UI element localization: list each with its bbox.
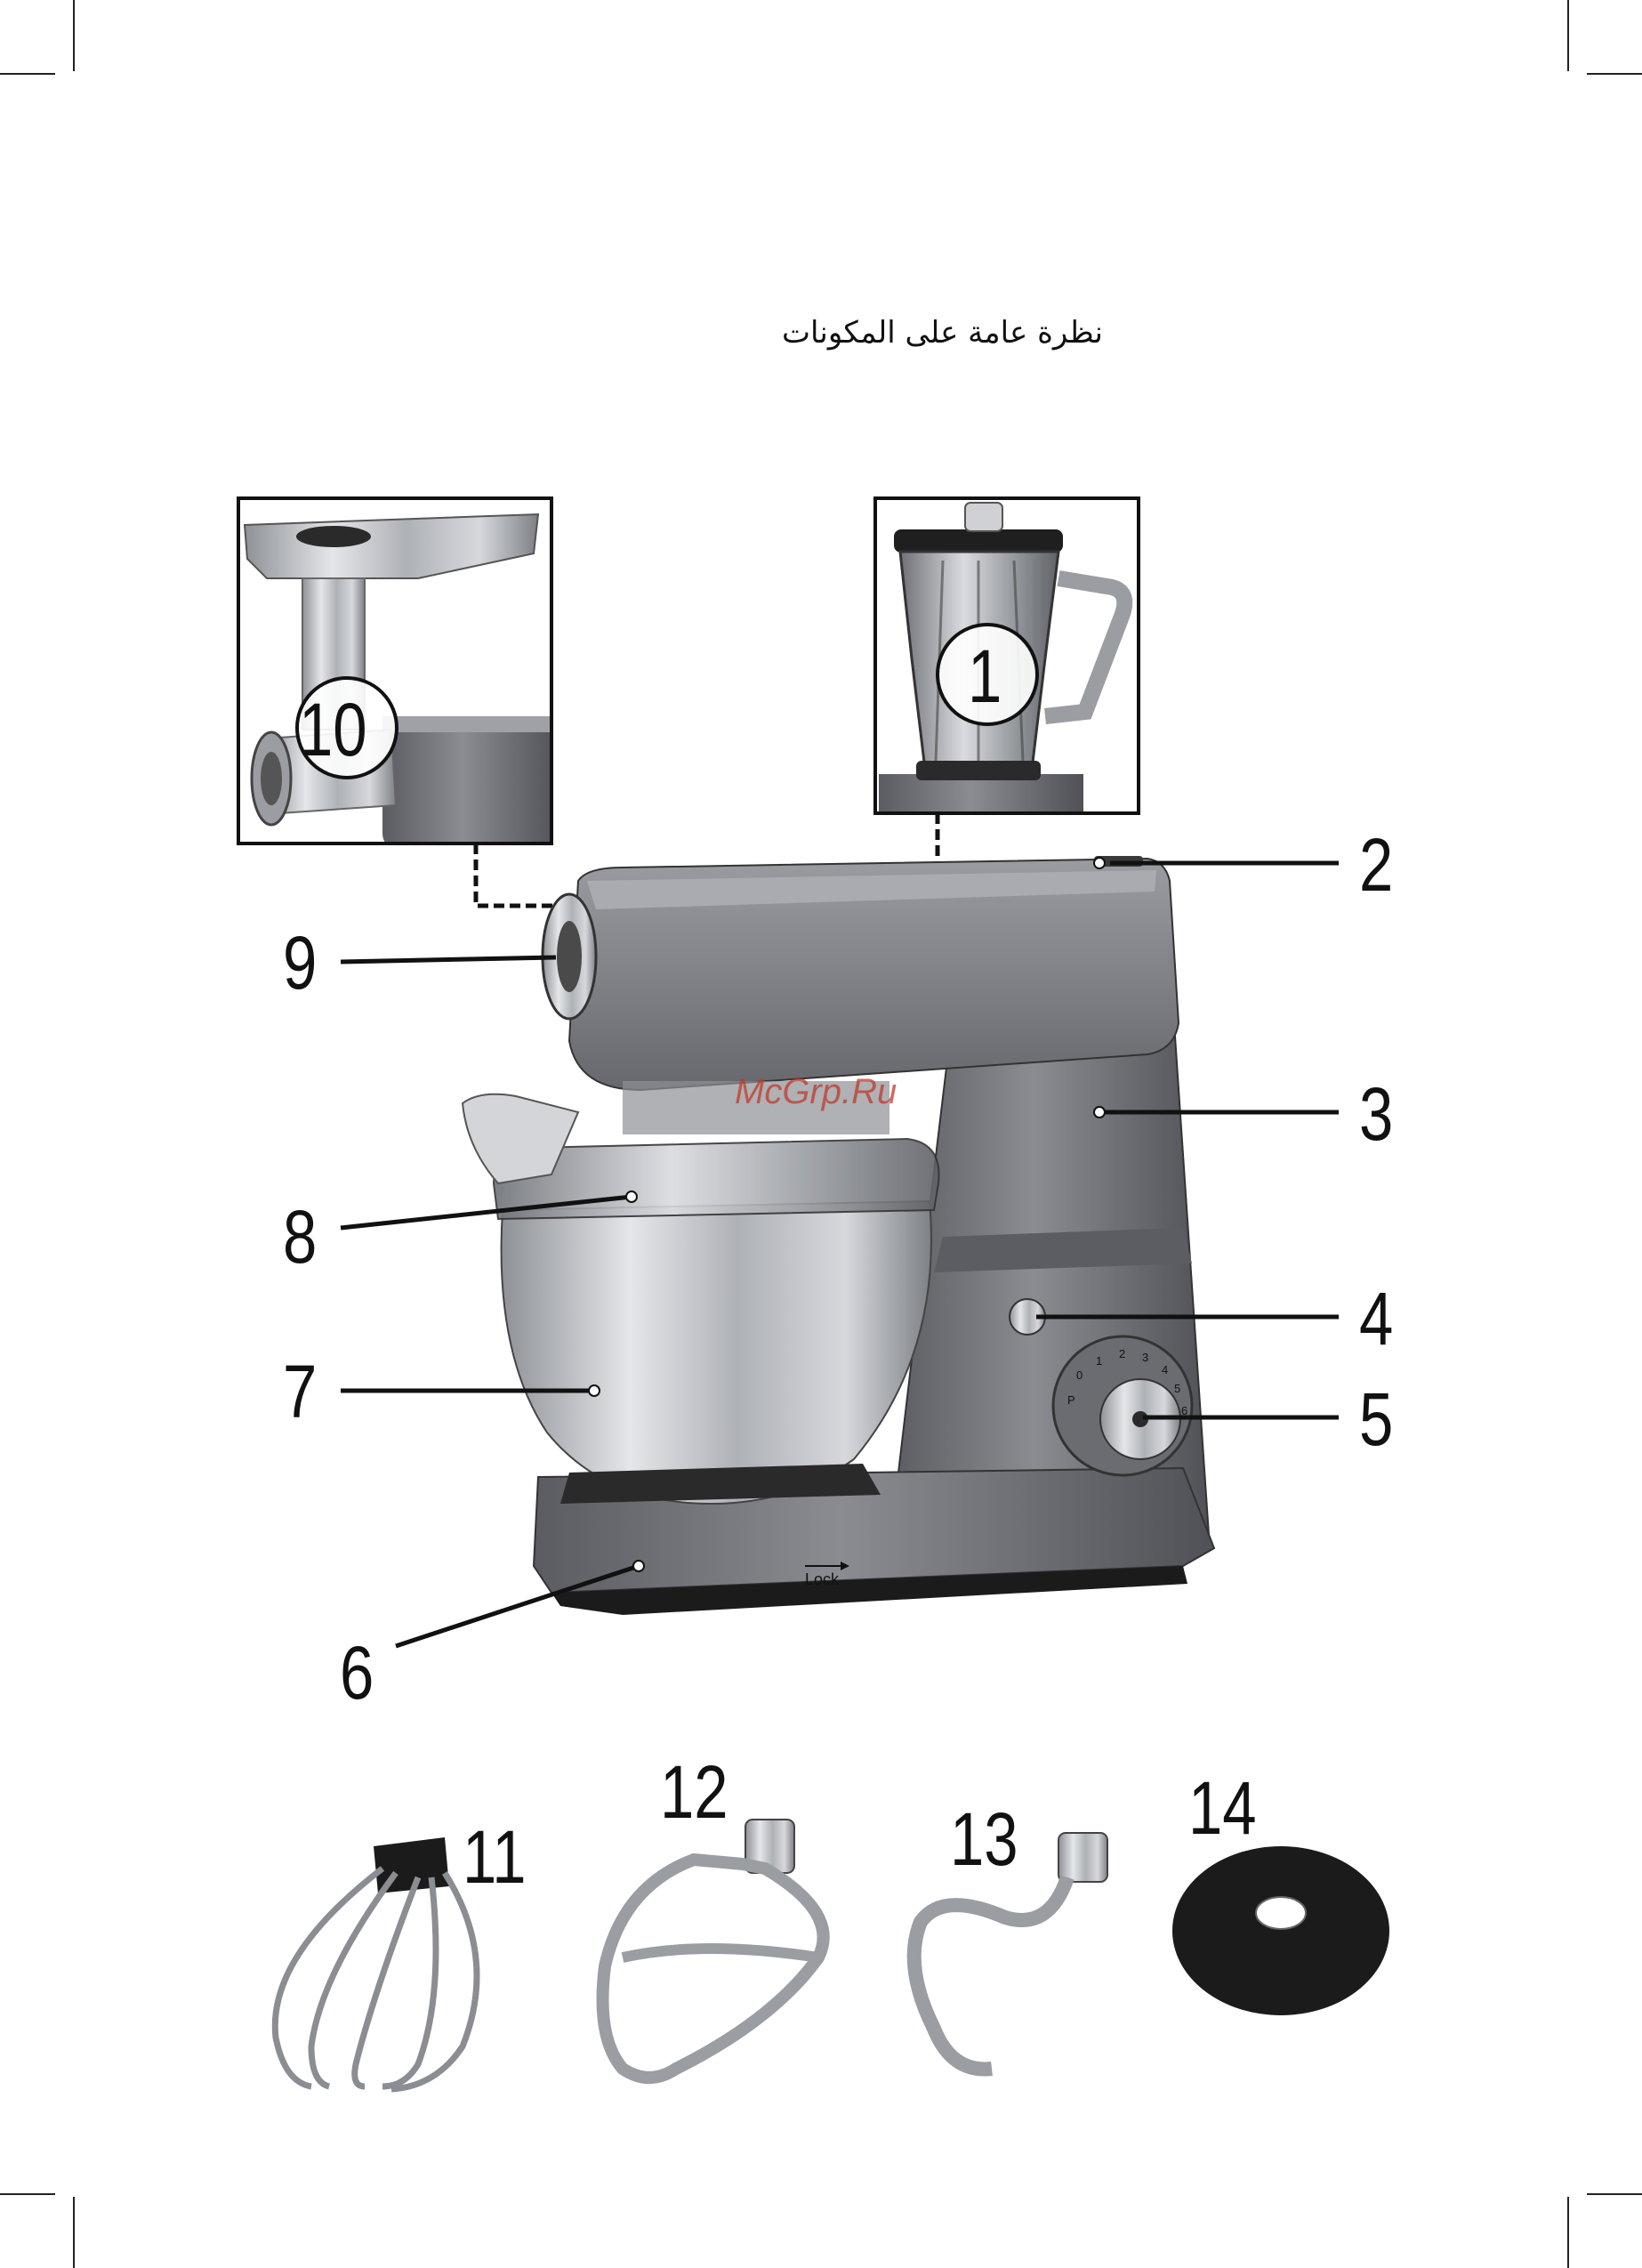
dial-mark: 6 — [1181, 1404, 1187, 1417]
lock-label: Lock — [805, 1570, 839, 1589]
meat-grinder-inset — [238, 498, 560, 906]
dial-mark: 1 — [1096, 1354, 1102, 1368]
callout-label: 3 — [1359, 1077, 1393, 1151]
dial-mark: P — [1067, 1393, 1075, 1407]
callout-label: 14 — [1188, 1771, 1257, 1845]
callout-label: 9 — [283, 925, 317, 1000]
callout-label: 2 — [1359, 827, 1393, 902]
dial-mark: 2 — [1119, 1347, 1125, 1360]
splash-disc — [1172, 1846, 1389, 2015]
dial-mark: 4 — [1162, 1363, 1168, 1376]
callout-label: 7 — [283, 1354, 317, 1429]
blender-inset — [875, 498, 1139, 865]
dial-mark: 5 — [1174, 1382, 1180, 1395]
stand-mixer — [463, 856, 1214, 1615]
callout-label: 6 — [340, 1635, 374, 1710]
callout-label: 11 — [463, 1820, 527, 1894]
callout-label: 1 — [968, 639, 1002, 714]
callout-label: 4 — [1359, 1281, 1393, 1356]
dial-mark: 0 — [1076, 1368, 1083, 1382]
callout-label: 13 — [950, 1802, 1018, 1877]
balloon-whisk — [275, 1837, 477, 2089]
dial-mark: 3 — [1142, 1351, 1148, 1364]
callout-label: 10 — [299, 692, 367, 767]
watermark-text: McGrp.Ru — [735, 1072, 897, 1112]
callout-label: 12 — [660, 1755, 728, 1829]
callout-label: 5 — [1359, 1382, 1393, 1457]
callout-label: 8 — [283, 1199, 317, 1274]
flat-beater — [603, 1820, 824, 2078]
